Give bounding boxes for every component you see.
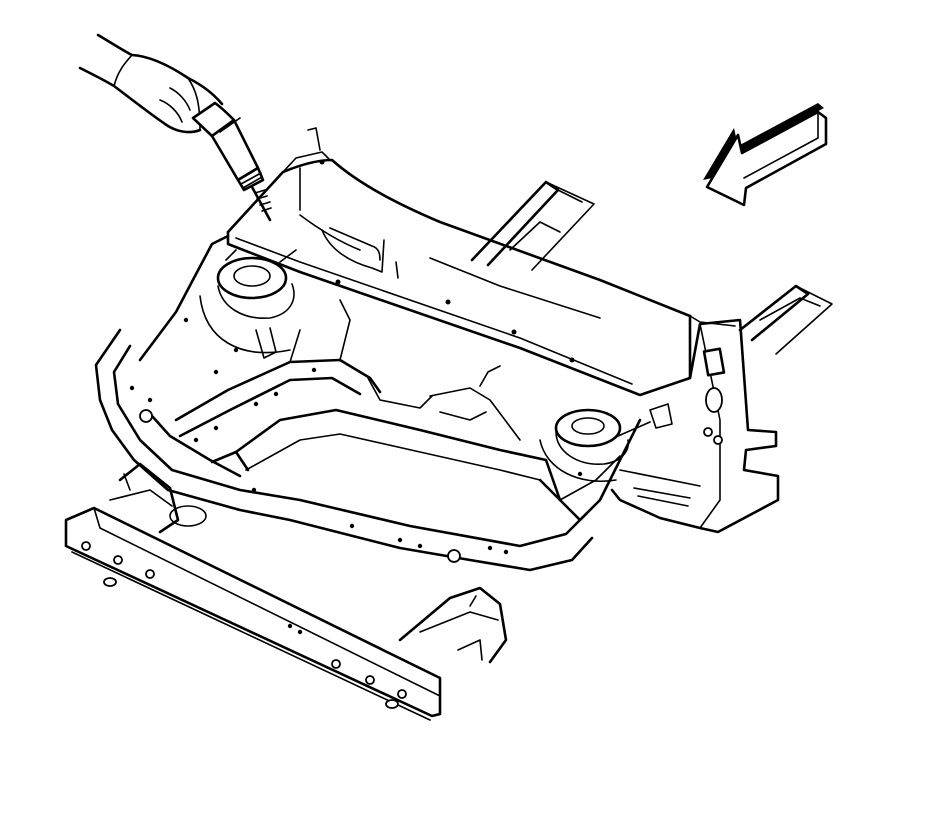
front-cradle [94,299,642,572]
right-shock-tower [539,408,629,482]
drill-icon [191,101,272,222]
right-hinge-pillar [599,318,780,534]
lower-rails [109,462,508,664]
left-shock-tower [138,234,297,375]
vehicle-front-arrow-icon [703,103,828,207]
upper-tie-bar [226,127,736,397]
front-bumper-bar [64,506,442,721]
right-frame-rails [470,180,833,355]
hand-icon [78,33,224,134]
